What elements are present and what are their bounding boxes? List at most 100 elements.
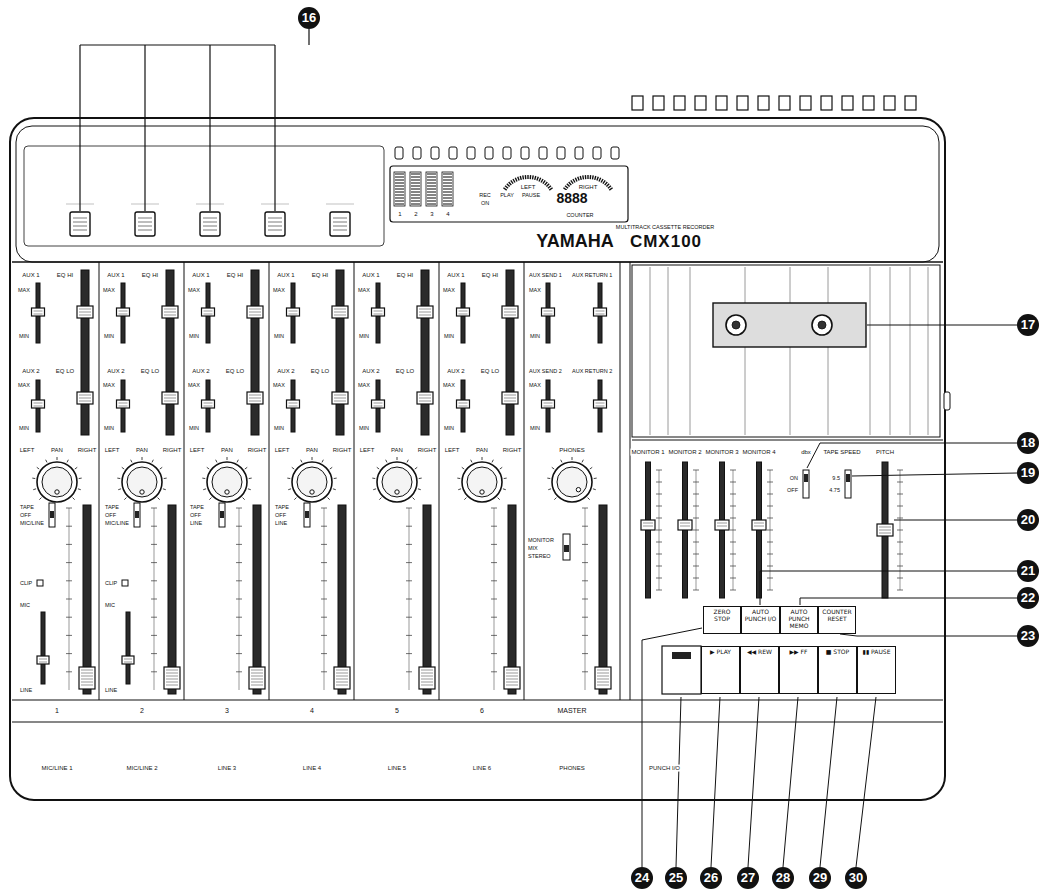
knob-tick — [131, 460, 132, 463]
scale-tick — [730, 542, 736, 543]
pan-label: PAN — [135, 447, 149, 454]
meter-arc-segment — [537, 177, 538, 181]
callout-number: 29 — [813, 871, 827, 886]
callout-number: 17 — [1021, 318, 1035, 333]
scale-label: MAX — [17, 382, 31, 388]
top-ridge — [674, 96, 685, 110]
fader-cap-ridge — [164, 315, 176, 316]
meter-segment — [411, 179, 420, 180]
fader-slot — [41, 612, 45, 684]
switch-position: MIC/LINE — [104, 520, 130, 526]
status-indicator: PLAY — [499, 192, 515, 198]
knob-tick — [373, 488, 376, 490]
fader-cap — [372, 400, 385, 408]
level-meter — [426, 172, 437, 206]
bracket-line — [144, 45, 145, 211]
fader-cap — [504, 667, 520, 689]
meter-arc-segment — [539, 178, 541, 182]
scale-tick — [767, 530, 773, 531]
fader-cap-ridge — [597, 670, 609, 671]
fader-cap — [162, 306, 178, 318]
transport-button: AUTO PUNCH I/O — [741, 606, 780, 634]
pan-label: LEFT — [19, 447, 36, 454]
leader-line — [867, 325, 1017, 326]
control-label: TAPE SPEED — [822, 449, 861, 456]
model-logo: CMX100 — [629, 232, 703, 252]
transport-button: ■ STOP — [818, 646, 857, 694]
lid-groove — [790, 267, 791, 435]
knob-tick — [292, 467, 294, 469]
fader-cap-ridge — [249, 315, 261, 316]
callout-number: 21 — [1021, 564, 1035, 579]
scale-tick — [897, 518, 903, 519]
scale-tick — [730, 578, 736, 579]
fader-cap-ridge — [717, 526, 727, 527]
fader-cap — [32, 400, 45, 408]
knob-pointer — [576, 487, 580, 491]
fader-cap-ridge — [164, 395, 176, 396]
knob-cap — [297, 467, 327, 497]
knob-tick — [322, 460, 323, 463]
knob-tick — [152, 460, 153, 463]
scale-tick — [236, 526, 242, 527]
fader-cap-ridge — [166, 685, 178, 686]
control-label: AUX SEND 2 — [528, 368, 563, 374]
callout-number: 27 — [741, 871, 755, 886]
control-label: EQ HI — [311, 272, 329, 279]
scale-tick — [693, 518, 699, 519]
scale-tick — [693, 506, 699, 507]
fader-cap-ridge — [164, 401, 176, 402]
transport-button: COUNTER RESET — [818, 606, 856, 634]
pan-label: LEFT — [274, 447, 291, 454]
knob-tick — [237, 460, 238, 463]
fader-cap-ridge — [34, 314, 43, 315]
scale-tick — [151, 671, 157, 672]
selector-panel — [24, 146, 384, 246]
fader-cap — [332, 392, 348, 404]
fader-cap-ridge — [204, 311, 213, 312]
scale-label: MAX — [272, 287, 286, 293]
fader-cap-ridge — [34, 311, 43, 312]
fader-cap-ridge — [419, 312, 431, 313]
led-indicator — [611, 147, 619, 159]
led-indicator — [413, 147, 421, 159]
pan-label: RIGHT — [417, 447, 438, 454]
fader-cap — [77, 392, 93, 404]
control-label: EQ HI — [481, 272, 499, 279]
fader-cap-ridge — [419, 398, 431, 399]
lid-groove — [910, 267, 911, 435]
fader-cap-ridge — [504, 395, 516, 396]
pan-label: RIGHT — [162, 447, 183, 454]
scale-tick — [897, 590, 903, 591]
scale-tick — [321, 671, 327, 672]
knob-tick — [227, 457, 228, 460]
knob-tick — [386, 460, 387, 463]
scale-tick — [656, 482, 662, 483]
callout-number: 24 — [635, 871, 649, 886]
meter-number: 2 — [413, 211, 418, 218]
knob-pointer — [395, 490, 399, 494]
control-label: EQ HI — [396, 272, 414, 279]
meter-segment — [395, 194, 404, 195]
knob-tick — [377, 467, 379, 469]
fader-cap-ridge — [251, 685, 263, 686]
fader-cap-ridge — [251, 676, 263, 677]
meter-arc-segment — [545, 182, 548, 185]
leader-line — [711, 697, 720, 867]
fader-cap — [457, 308, 470, 316]
button-label: ▶▶ FF — [780, 647, 817, 658]
callout-badge — [809, 867, 831, 889]
scale-label: MAX — [272, 382, 286, 388]
scale-tick — [656, 494, 662, 495]
fader-cap-ridge — [251, 670, 263, 671]
level-meter — [394, 172, 405, 206]
scale-tick — [582, 526, 588, 527]
scale-label: MAX — [528, 382, 542, 388]
switch-ridge — [333, 218, 347, 219]
top-ridge — [800, 96, 811, 110]
switch-ridge — [73, 226, 87, 227]
dbx-switch-lever — [804, 474, 808, 482]
pan-label: LEFT — [189, 447, 206, 454]
fader-cap-ridge — [419, 309, 431, 310]
scale-tick — [656, 578, 662, 579]
